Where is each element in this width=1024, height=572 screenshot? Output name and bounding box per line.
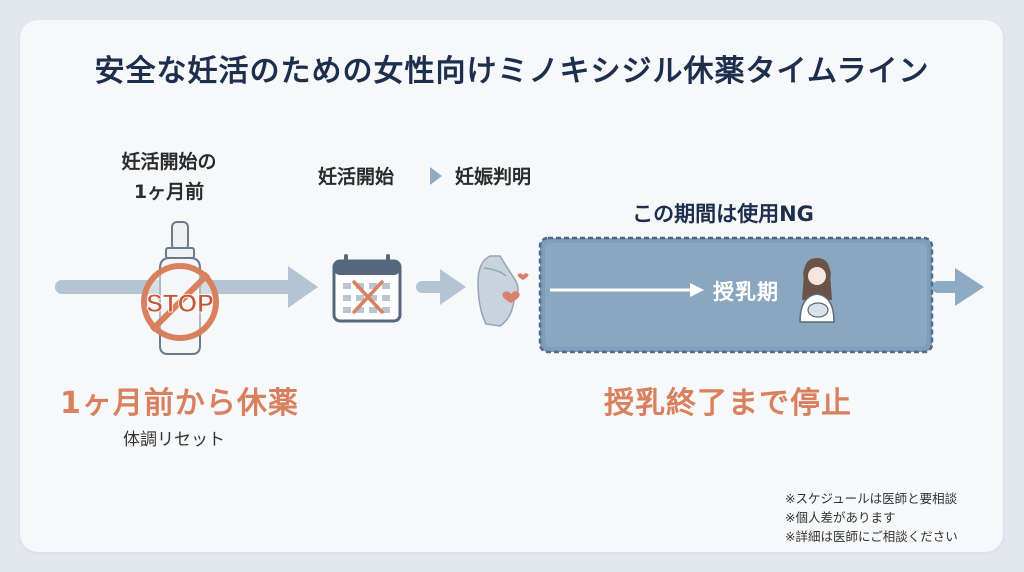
stage-label-pregnancy: 妊娠判明 bbox=[455, 166, 532, 188]
timeline-arrow-end bbox=[932, 268, 984, 306]
pregnant-woman-icon bbox=[477, 255, 529, 327]
footnotes: ※スケジュールは医師と要相談 ※個人差があります ※詳細は医師にご相談ください bbox=[785, 489, 958, 546]
stop-sign-icon: STOP bbox=[141, 263, 219, 341]
pause-sub-text: 体調リセット bbox=[123, 430, 225, 450]
page-title: 安全な妊活のための女性向けミノキシジル休薬タイムライン bbox=[94, 54, 930, 89]
pause-step-label: 妊活開始の 1ヶ月前 bbox=[121, 151, 217, 203]
stage-label-start: 妊活開始 bbox=[318, 166, 395, 188]
footnote-item: ※詳細は医師にご相談ください bbox=[785, 529, 958, 544]
footnote-item: ※個人差があります bbox=[785, 510, 896, 525]
stop-sign-label: STOP bbox=[146, 290, 214, 318]
chevron-right-icon bbox=[430, 167, 442, 185]
mother-baby-icon bbox=[799, 258, 835, 323]
footnote-item: ※スケジュールは医師と要相談 bbox=[785, 491, 958, 506]
pause-main-text: 1ヶ月前から休薬 bbox=[60, 386, 299, 421]
lactation-label: 授乳期 bbox=[713, 280, 779, 304]
stop-main-text: 授乳終了まで停止 bbox=[604, 386, 852, 421]
timeline-arrow-2 bbox=[416, 269, 466, 305]
ng-period-header: この期間は使用NG bbox=[632, 202, 814, 226]
calendar-icon bbox=[332, 254, 402, 323]
